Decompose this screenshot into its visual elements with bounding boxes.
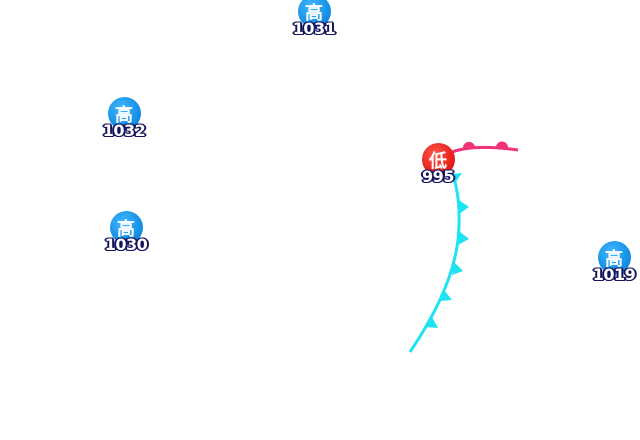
- warm-front: [451, 141, 519, 154]
- pressure-value: 1019: [592, 265, 636, 284]
- high-pressure-center[interactable]: 高 1031: [292, 0, 336, 39]
- low-pressure-center[interactable]: 低 995: [418, 143, 458, 187]
- high-pressure-icon: 高: [297, 0, 331, 28]
- high-pressure-center[interactable]: 高 1019: [592, 241, 636, 285]
- high-pressure-icon: 高: [597, 241, 631, 274]
- low-pressure-icon: 低: [421, 143, 455, 176]
- pressure-value: 1032: [102, 121, 146, 140]
- high-pressure-center[interactable]: 高 1030: [104, 211, 148, 255]
- high-pressure-center[interactable]: 高 1032: [102, 97, 146, 141]
- pressure-value: 995: [422, 167, 454, 186]
- pressure-value: 1030: [104, 235, 148, 254]
- high-pressure-icon: 高: [107, 97, 141, 130]
- pressure-value: 1031: [292, 19, 336, 38]
- high-pressure-icon: 高: [109, 211, 143, 244]
- cold-front: [408, 171, 469, 353]
